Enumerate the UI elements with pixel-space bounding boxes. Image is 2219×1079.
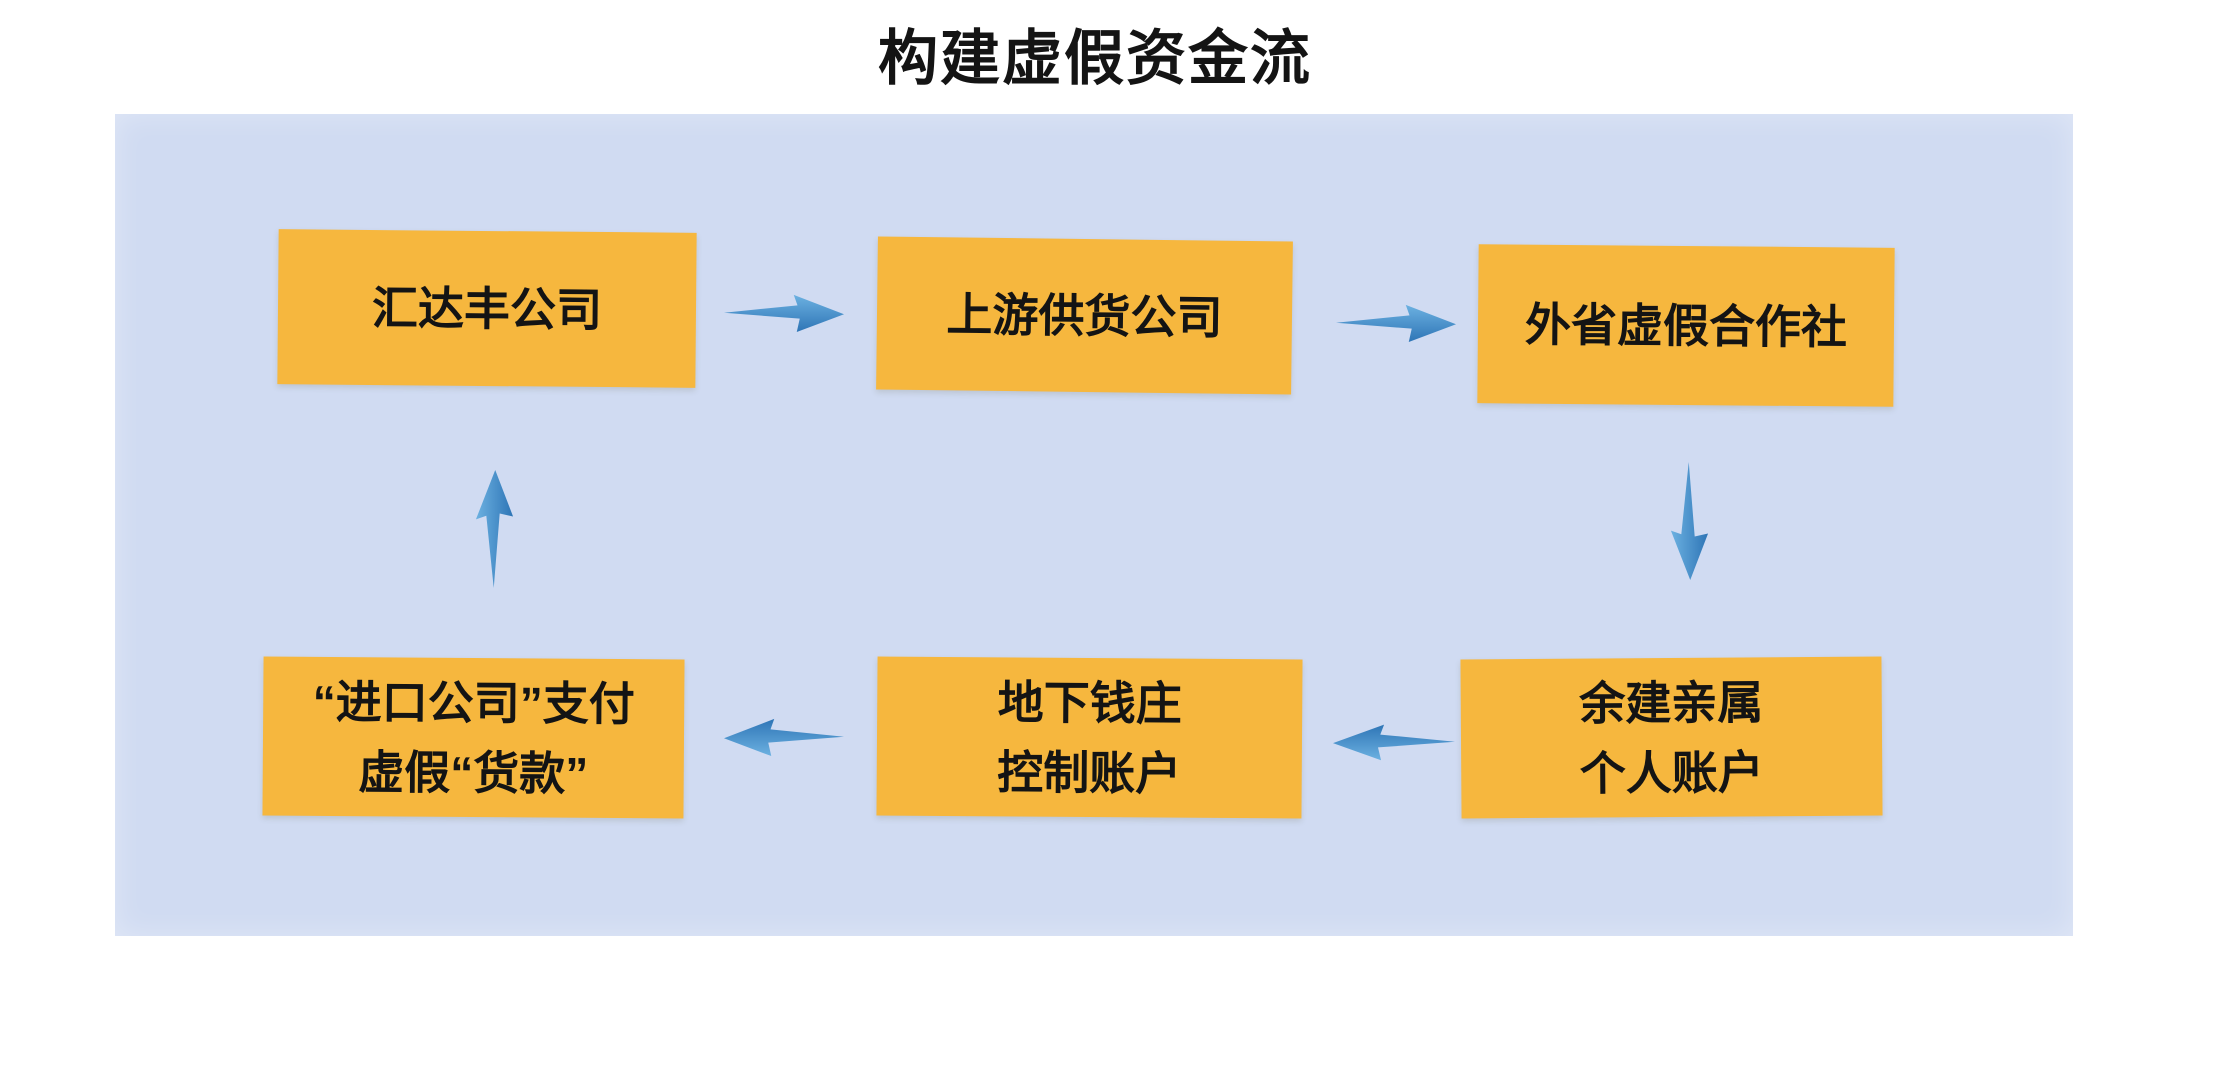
arrow-left-icon-2 xyxy=(1333,724,1455,761)
node-label: “进口公司”支付 xyxy=(312,675,635,730)
node-import-company-pays-fake-payment: “进口公司”支付 虚假“货款” xyxy=(262,656,685,819)
node-other-province-fake-cooperative: 外省虚假合作社 xyxy=(1477,244,1895,407)
node-upstream-supplier-company: 上游供货公司 xyxy=(876,236,1293,395)
diagram-title: 构建虚假资金流 xyxy=(878,25,1312,92)
node-huidafeng-company: 汇达丰公司 xyxy=(277,229,697,388)
node-label: 汇达丰公司 xyxy=(371,281,603,336)
arrow-right-icon-2 xyxy=(1336,304,1456,343)
node-label: 地下钱庄 xyxy=(997,675,1182,730)
arrow-down-icon xyxy=(1670,462,1709,580)
arrow-right-icon-1 xyxy=(724,294,844,333)
node-label: 外省虚假合作社 xyxy=(1524,298,1848,353)
node-label: 虚假“货款” xyxy=(358,745,589,800)
node-label: 控制账户 xyxy=(997,745,1182,800)
node-underground-bank-controlled-accounts: 地下钱庄 控制账户 xyxy=(876,656,1303,819)
node-label: 个人账户 xyxy=(1579,745,1764,800)
arrow-up-icon xyxy=(475,470,514,588)
arrow-left-icon-1 xyxy=(724,718,844,757)
node-label: 余建亲属 xyxy=(1579,675,1764,730)
node-label: 上游供货公司 xyxy=(946,287,1223,344)
node-yujian-relatives-personal-accounts: 余建亲属 个人账户 xyxy=(1460,656,1883,819)
